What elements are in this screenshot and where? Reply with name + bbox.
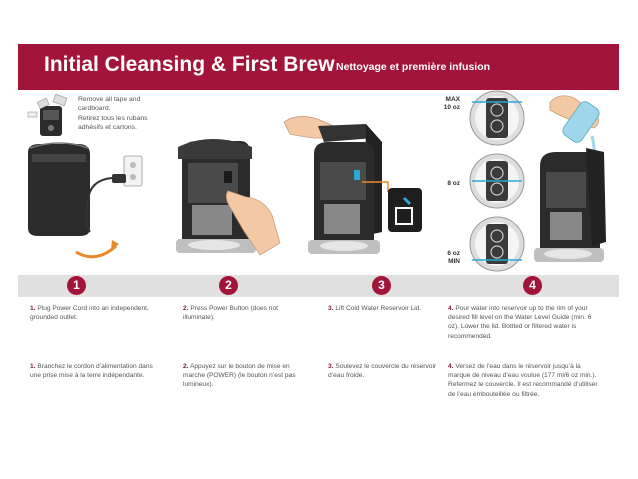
min-label: 6 oz MIN	[434, 250, 460, 266]
step-1-instruction-fr: Branchez le cordon d’alimentation dans u…	[30, 363, 153, 380]
step-1-number-en: 1.	[30, 305, 36, 312]
mid-oz-text: 8 oz	[447, 180, 460, 187]
step-3-badge: 3	[372, 276, 391, 295]
remove-note-fr: Retirez tous les rubans adhésifs et cart…	[78, 115, 148, 131]
max-text: MAX	[445, 96, 460, 103]
step-1-text-en: 1. Plug Power Cord into an independent, …	[30, 304, 155, 322]
water-level-gauges	[469, 90, 525, 272]
step1-illustration	[28, 142, 143, 259]
step-2-instruction-en: Press Power Button (does not illuminate)…	[183, 305, 278, 322]
step-1-badge: 1	[67, 276, 86, 295]
step-4-text-fr: 4. Versez de l’eau dans le réservoir jus…	[448, 362, 600, 399]
step-4-number-en: 4.	[448, 305, 454, 312]
step-2-number-en: 2.	[183, 305, 189, 312]
page-title: Initial Cleansing & First Brew	[44, 53, 335, 76]
step-1-instruction-en: Plug Power Cord into an independent, gro…	[30, 305, 149, 322]
page-subtitle: Nettoyage et première infusion	[336, 61, 491, 73]
step-4-number-fr: 4.	[448, 363, 454, 370]
step-4-badge: 4	[523, 276, 542, 295]
step-1-number-fr: 1.	[30, 363, 36, 370]
gauge-min	[469, 216, 525, 272]
step-2-instruction-fr: Appuyez sur le bouton de mise en marche …	[183, 363, 296, 389]
step-3-instruction-en: Lift Cold Water Reservoir Lid.	[335, 305, 422, 312]
step-3-text-fr: 3. Soulevez le couvercle du réservoir d’…	[328, 362, 440, 380]
step-4-text-en: 4. Pour water into reservoir up to the r…	[448, 304, 600, 341]
min-text: MIN	[448, 258, 460, 265]
mid-label: 8 oz	[434, 180, 460, 188]
step-1-text-fr: 1. Branchez le cordon d’alimentation dan…	[30, 362, 158, 380]
step-2-number-fr: 2.	[183, 363, 189, 370]
step-3-instruction-fr: Soulevez le couvercle du réservoir d’eau…	[328, 363, 437, 380]
remove-packaging-note: Remove all tape and cardboard. Retirez t…	[78, 95, 168, 133]
step-2-badge: 2	[219, 276, 238, 295]
min-oz-text: 6 oz	[447, 250, 460, 257]
step-3-number-en: 3.	[328, 305, 334, 312]
header-banner	[18, 44, 619, 90]
remove-note-en: Remove all tape and cardboard.	[78, 96, 141, 112]
step3-illustration	[283, 116, 422, 254]
step-3-text-en: 3. Lift Cold Water Reservoir Lid.	[328, 304, 443, 313]
step-2-text-fr: 2. Appuyez sur le bouton de mise en marc…	[183, 362, 313, 390]
step-2-text-en: 2. Press Power Button (does not illumina…	[183, 304, 308, 322]
gauge-mid	[469, 153, 525, 209]
max-label: MAX 10 oz	[434, 96, 460, 112]
step-4-instruction-en: Pour water into reservoir up to the rim …	[448, 305, 592, 340]
step-4-instruction-fr: Versez de l’eau dans le réservoir jusqu’…	[448, 363, 598, 398]
unboxing-icon	[27, 93, 68, 136]
gauge-max	[469, 90, 525, 146]
step-3-number-fr: 3.	[328, 363, 334, 370]
step4-illustration	[534, 95, 606, 262]
step2-illustration	[176, 139, 281, 256]
step-bar	[18, 275, 619, 297]
max-oz-text: 10 oz	[443, 104, 460, 111]
